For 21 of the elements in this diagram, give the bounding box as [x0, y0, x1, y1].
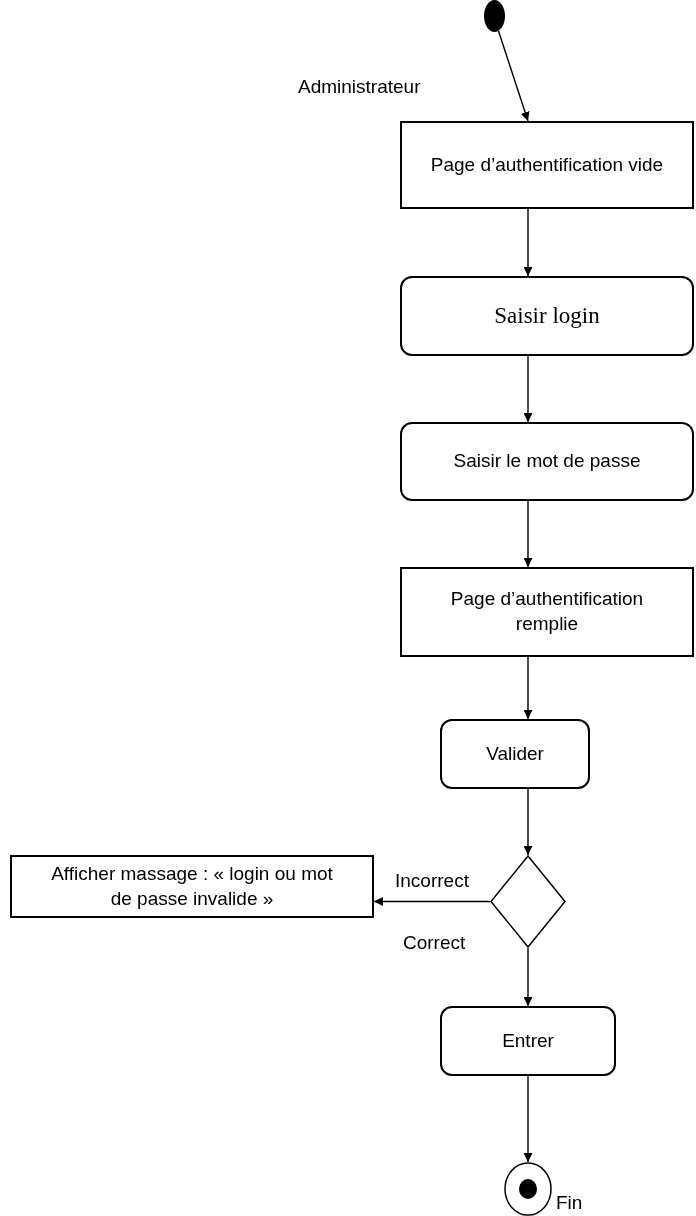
arrow — [373, 897, 491, 906]
node-caption: Fin — [556, 1192, 583, 1215]
arrow — [523, 788, 533, 856]
arrow — [523, 656, 533, 720]
state-box: Afficher massage : « login ou mot de passe invalide » — [10, 855, 374, 918]
action-box: Saisir login — [400, 276, 694, 356]
state-box: Page d’authentification remplie — [400, 567, 694, 657]
action-box: Valider — [440, 719, 590, 789]
start-node — [484, 0, 505, 32]
action-box: Entrer — [440, 1006, 616, 1076]
arrow — [497, 30, 530, 122]
state-box: Page d’authentification vide — [400, 121, 694, 209]
decision-diamond — [490, 855, 566, 948]
end-node — [504, 1162, 552, 1216]
actor-label: Administrateur — [298, 76, 421, 99]
arrow — [523, 500, 533, 568]
action-box: Saisir le mot de passe — [400, 422, 694, 501]
arrow — [523, 355, 533, 423]
arrow — [523, 947, 533, 1007]
arrow — [523, 1075, 533, 1163]
arrow — [523, 208, 533, 277]
